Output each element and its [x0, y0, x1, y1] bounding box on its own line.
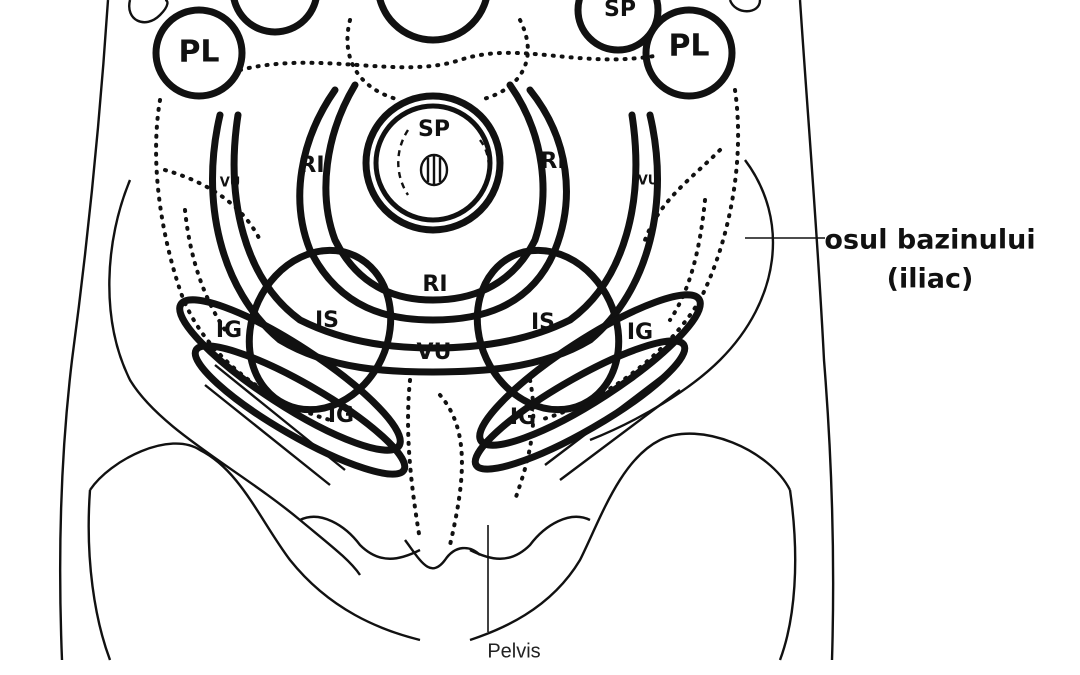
- dotted-upper-arc-right: [478, 18, 530, 102]
- vu-arc-outer: [209, 111, 661, 376]
- ig-right-lower-ellipse: [471, 337, 689, 473]
- ig-right-lower-label: IG: [510, 405, 536, 430]
- ig-right-upper-ellipse: [476, 291, 704, 449]
- ig-left-upper-ellipse: [176, 296, 404, 454]
- pl-right-circle: [642, 6, 736, 100]
- sp-top-right-label: SP: [604, 0, 636, 22]
- navel-lines: [426, 156, 442, 184]
- ri-right-label: RI: [540, 149, 565, 174]
- sp-center-inner-circle: [373, 103, 493, 223]
- ig-left-lower-label: IG: [328, 403, 354, 428]
- sp-center-group: [362, 92, 504, 234]
- left-inguinal-line-1: [204, 384, 331, 486]
- ri-left-label: RI: [299, 153, 324, 178]
- vu-center-label: VU: [417, 340, 452, 365]
- ri-center-label: RI: [422, 272, 447, 297]
- is-right-ring: [473, 246, 623, 414]
- dotted-lower-left: [406, 378, 422, 542]
- torso-left-edge: [58, 0, 110, 661]
- top-right-decoration: [728, 0, 762, 13]
- dotted-lower-right-2: [513, 378, 536, 502]
- left-thigh-line: [87, 489, 112, 661]
- vu-arc-inner: [230, 111, 640, 352]
- is-left-label: IS: [315, 308, 339, 333]
- ig-left-lower-ellipse: [191, 342, 409, 478]
- dotted-lower-right: [438, 393, 464, 547]
- left-iliac-crest: [108, 179, 361, 576]
- dotted-mid-left: [163, 168, 262, 242]
- sp-center-dashed-left: [397, 129, 410, 196]
- vu-right-label: VU: [638, 174, 659, 189]
- right-iliac-crest: [589, 159, 775, 442]
- sp-center-label: SP: [418, 117, 450, 142]
- sp-top-right-circle: [574, 0, 662, 54]
- ig-right-upper-label: IG: [627, 320, 653, 345]
- dotted-side-right: [668, 198, 707, 322]
- vu-left-label: VU: [220, 176, 241, 191]
- pubic-arch: [404, 539, 481, 570]
- ri-arc: [296, 86, 570, 324]
- sp-center-dashed-right: [477, 139, 490, 201]
- top-center-partial-circle: [376, 0, 490, 44]
- ig-left-upper-label: IG: [216, 318, 242, 343]
- ri-arc-inner: [322, 81, 547, 304]
- right-hip-bone: [469, 432, 792, 642]
- sp-center-outer-circle: [362, 92, 504, 234]
- top-left-partial-circle: [230, 0, 320, 36]
- pl-left-circle: [152, 6, 246, 100]
- dotted-upper-band: [238, 50, 662, 72]
- pelvis-label: Pelvis: [487, 640, 540, 662]
- torso-right-edge: [798, 0, 835, 661]
- iliac-label-line1: osul bazinului: [824, 225, 1035, 256]
- dotted-side-left: [183, 208, 227, 332]
- top-left-decoration: [128, 0, 169, 24]
- pl-right-label: PL: [668, 29, 709, 64]
- pl-left-label: PL: [178, 35, 219, 70]
- right-thigh-line: [778, 489, 797, 661]
- right-inguinal-line-1: [559, 389, 681, 481]
- is-right-label: IS: [531, 310, 555, 335]
- iliac-label-line2: (iliac): [887, 264, 974, 295]
- dotted-upper-arc-left: [345, 18, 402, 102]
- navel-icon: [419, 153, 449, 187]
- left-hip-bone-inner: [299, 515, 421, 560]
- left-hip-bone: [89, 442, 421, 642]
